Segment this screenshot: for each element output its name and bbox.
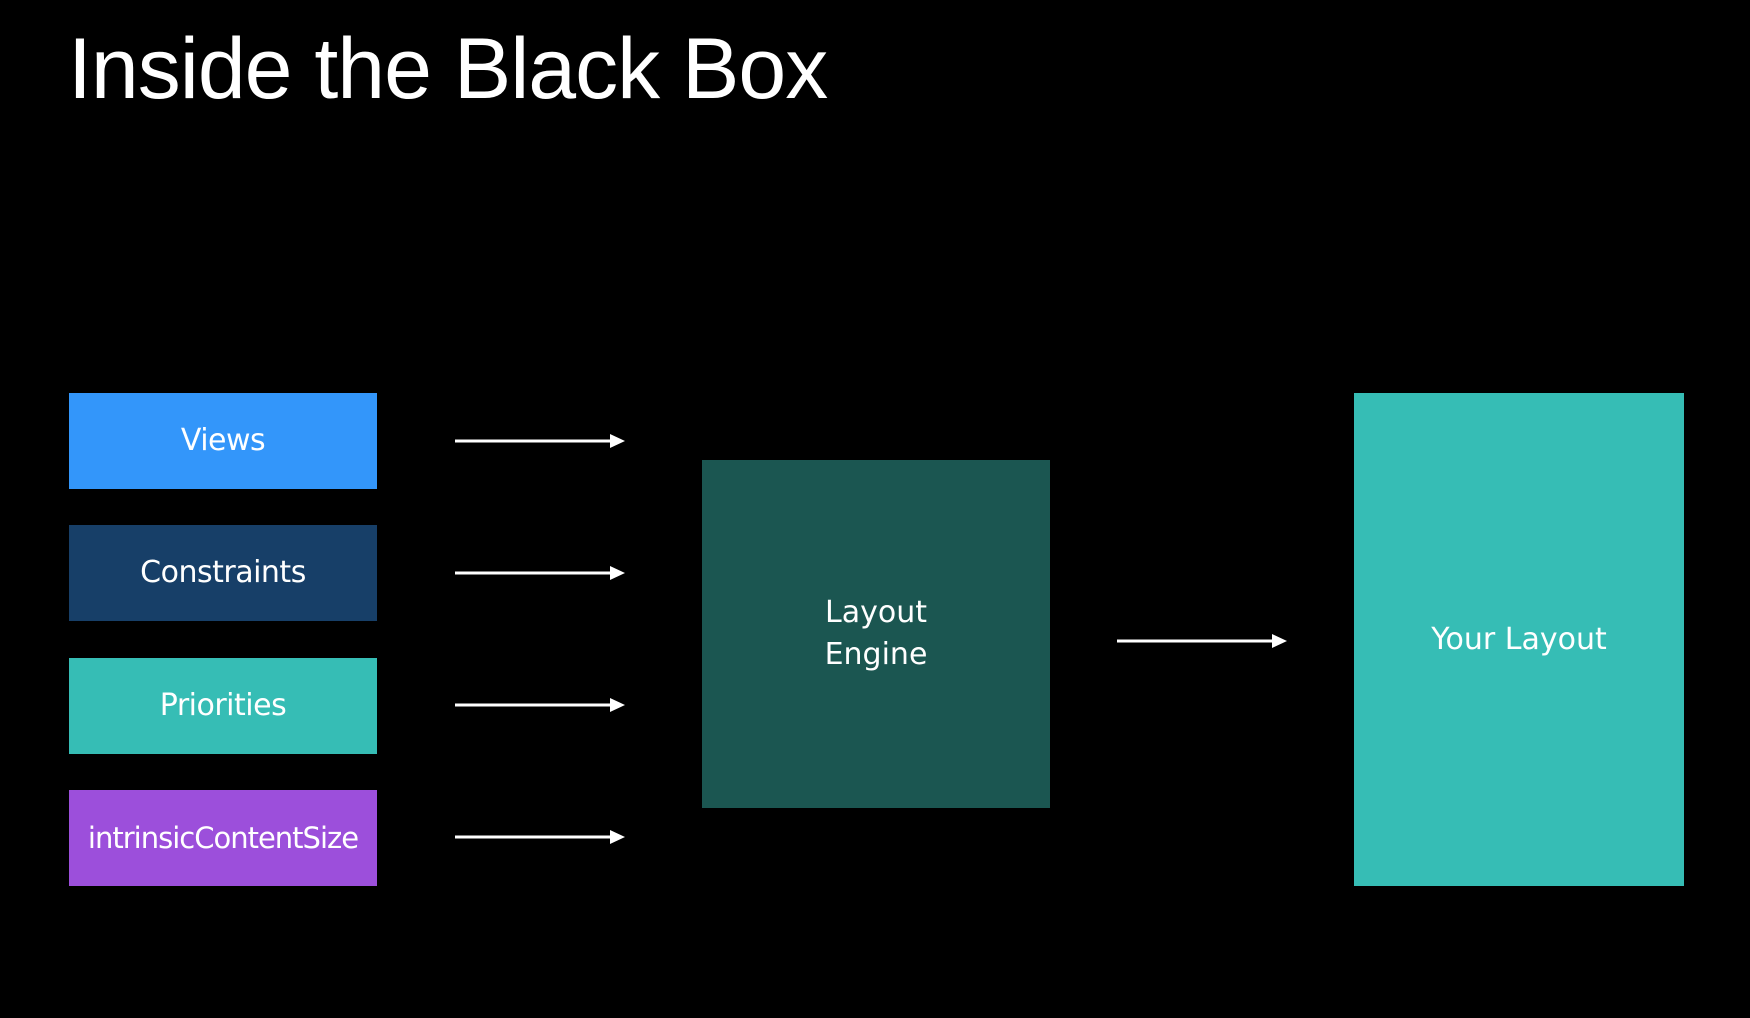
- views-label: Views: [180, 423, 266, 458]
- views-box: Views: [69, 393, 377, 489]
- priorities-box: Priorities: [69, 658, 377, 754]
- layout-engine-box: Layout Engine: [702, 460, 1050, 808]
- priorities-arrow-icon: [455, 697, 625, 713]
- layout-engine-label-line1: Layout: [825, 595, 927, 630]
- constraints-arrow-icon: [455, 565, 625, 581]
- layout-engine-label-line2: Engine: [824, 637, 928, 672]
- intrinsic-content-size-box: intrinsicContentSize: [69, 790, 377, 886]
- your-layout-label: Your Layout: [1431, 621, 1607, 657]
- slide-title: Inside the Black Box: [68, 21, 828, 117]
- constraints-box: Constraints: [69, 525, 377, 621]
- your-layout-box: Your Layout: [1354, 393, 1684, 886]
- constraints-label: Constraints: [140, 555, 306, 590]
- intrinsic-content-size-arrow-icon: [455, 829, 625, 845]
- priorities-label: Priorities: [159, 688, 287, 723]
- output-arrow-icon: [1117, 633, 1287, 649]
- views-arrow-icon: [455, 433, 625, 449]
- intrinsic-content-size-label: intrinsicContentSize: [87, 820, 359, 855]
